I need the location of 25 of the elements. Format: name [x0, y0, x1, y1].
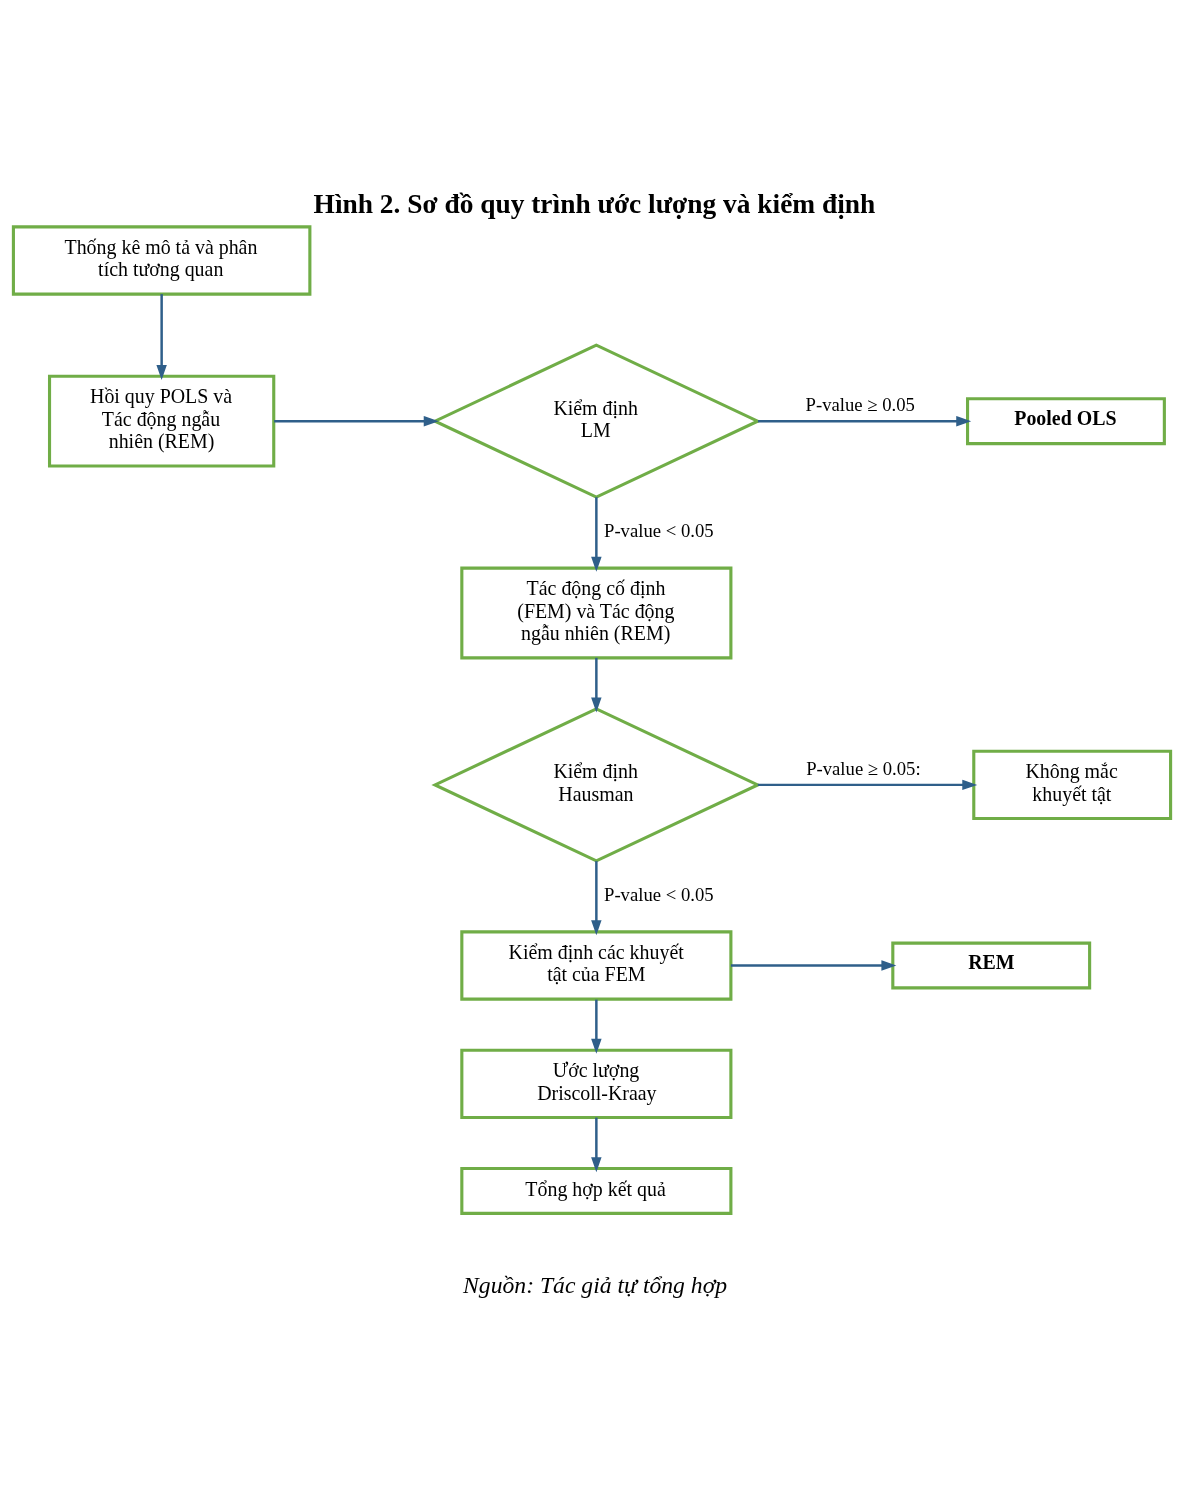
node-box: Tổng hợp kết quả [460, 1166, 733, 1215]
edge-label: P-value ≥ 0.05 [805, 394, 915, 416]
node-box: Không mắc khuyết tật [972, 749, 1173, 821]
arrow [757, 779, 978, 791]
node-box: Tác động cố định (FEM) và Tác động ngẫu nhiên (REM) [460, 566, 733, 660]
arrow [591, 999, 602, 1054]
node-box: Hồi quy POLS và Tác động ngẫu nhiên (REM) [48, 374, 276, 468]
node-box: REM [891, 941, 1092, 990]
node-box: Pooled OLS [966, 397, 1166, 446]
caption: Nguồn: Tác giả tự tổng hợp [463, 1272, 728, 1299]
arrow [591, 861, 602, 936]
node-box: Ước lượng Driscoll-Kraay [460, 1048, 733, 1119]
diagram-title: Hình 2. Sơ đồ quy trình ước lượng và kiểm định [313, 188, 876, 219]
edge-label: P-value < 0.05 [603, 520, 714, 541]
arrow [591, 1117, 602, 1173]
node-box: Kiểm định các khuyết tật của FEM [460, 930, 733, 1001]
arrow [274, 415, 439, 427]
arrow [757, 415, 972, 427]
arrow [730, 960, 897, 971]
edge-label: P-value ≥ 0.05: [806, 757, 921, 779]
edge-label: P-value < 0.05 [603, 883, 714, 905]
node-box: Thống kê mô tả và phân tích tương quan [11, 225, 312, 296]
arrow [156, 294, 167, 380]
arrow [591, 497, 602, 572]
arrow [591, 657, 602, 713]
